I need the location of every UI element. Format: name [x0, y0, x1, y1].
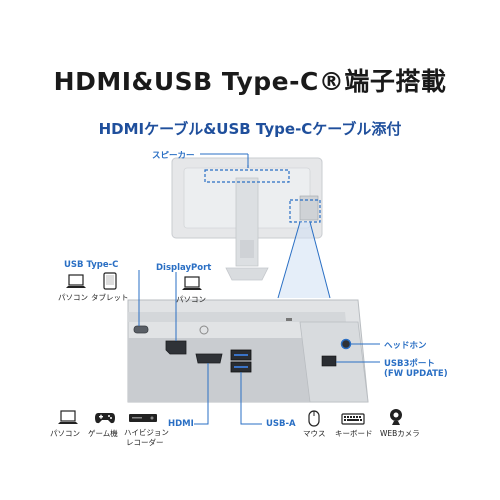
tablet-icon [103, 272, 117, 290]
monitor-back [171, 157, 323, 281]
dp-pc-label: パソコン [176, 295, 206, 304]
displayport-label: DisplayPort [156, 263, 212, 273]
laptop-icon [58, 410, 78, 424]
speaker-label: スピーカー [152, 151, 195, 161]
headphone-label: ヘッドホン [384, 341, 427, 351]
mouse-icon [308, 410, 320, 427]
hdmi-recorder-label-1: ハイビジョン [124, 428, 169, 437]
laptop-icon [182, 276, 202, 290]
usba-webcam-label: WEBカメラ [380, 429, 420, 438]
laptop-icon [66, 274, 86, 288]
hdmi-game-label: ゲーム機 [88, 429, 118, 438]
page-subtitle: HDMIケーブル&USB Type-Cケーブル添付 [98, 120, 402, 138]
hdmi-recorder-label-2: レコーダー [126, 438, 164, 447]
fw-update-label: (FW UPDATE) [384, 369, 448, 379]
usb-type-c-label: USB Type-C [64, 260, 119, 270]
keyboard-icon [341, 413, 365, 425]
webcam-icon [390, 409, 402, 425]
game-controller-icon [95, 413, 115, 424]
hdmi-pc-label: パソコン [50, 429, 80, 438]
page-title: HDMI&USB Type-C®端子搭載 [53, 67, 447, 96]
usb-a-label: USB-A [266, 419, 296, 429]
usba-mouse-label: マウス [303, 429, 326, 438]
usba-keyboard-label: キーボード [335, 429, 373, 438]
port-panel-zoom [127, 299, 369, 403]
usbc-tablet-label: タブレット [91, 293, 129, 302]
usb-a-line [240, 372, 262, 425]
usb3-port-label: USB3ポート [384, 359, 435, 369]
usbc-pc-label: パソコン [58, 293, 88, 302]
zoom-wedge [278, 222, 330, 298]
hdmi-line [194, 363, 209, 425]
recorder-icon [129, 414, 157, 422]
hdmi-label: HDMI [168, 419, 194, 429]
